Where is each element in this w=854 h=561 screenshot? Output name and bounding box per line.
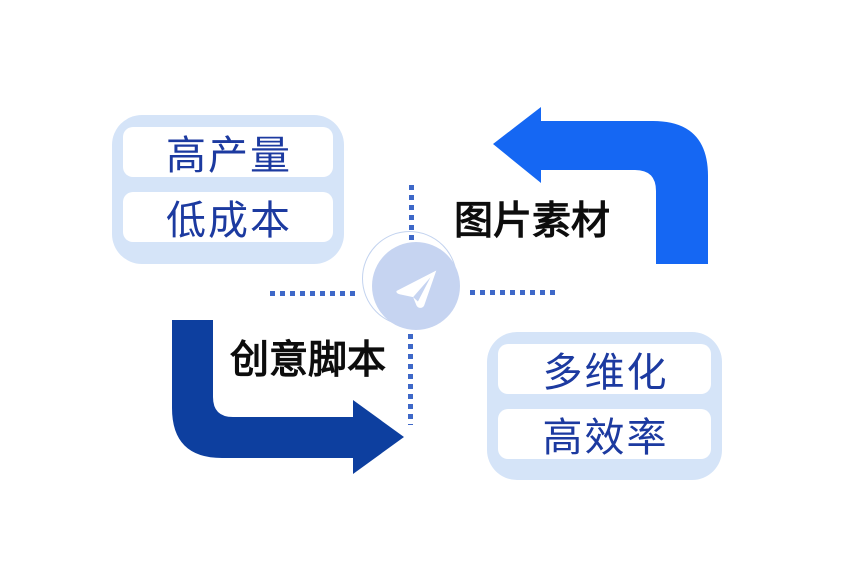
label-image-material: 图片素材 [454, 200, 611, 243]
dotted-line-bottom [408, 334, 413, 425]
dotted-line-top [409, 185, 414, 240]
pill-low-cost: 低成本 [123, 192, 333, 243]
pill-multi-dimensional-label: 多维化 [542, 350, 669, 395]
pill-high-efficiency: 高效率 [498, 409, 711, 460]
pill-low-cost-label: 低成本 [166, 198, 292, 243]
label-creative-script: 创意脚本 [230, 339, 387, 382]
paper-plane-icon [396, 270, 437, 308]
panel-bottom-right: 多维化 高效率 [487, 332, 722, 480]
pill-high-efficiency-label: 高效率 [542, 415, 669, 460]
panel-top-left: 高产量 低成本 [112, 115, 344, 264]
dotted-line-right [470, 290, 556, 295]
pill-high-output-label: 高产量 [166, 133, 292, 178]
dotted-line-left [270, 291, 359, 296]
pill-high-output: 高产量 [123, 127, 333, 178]
center-circle [372, 242, 460, 330]
pill-multi-dimensional: 多维化 [498, 344, 711, 395]
